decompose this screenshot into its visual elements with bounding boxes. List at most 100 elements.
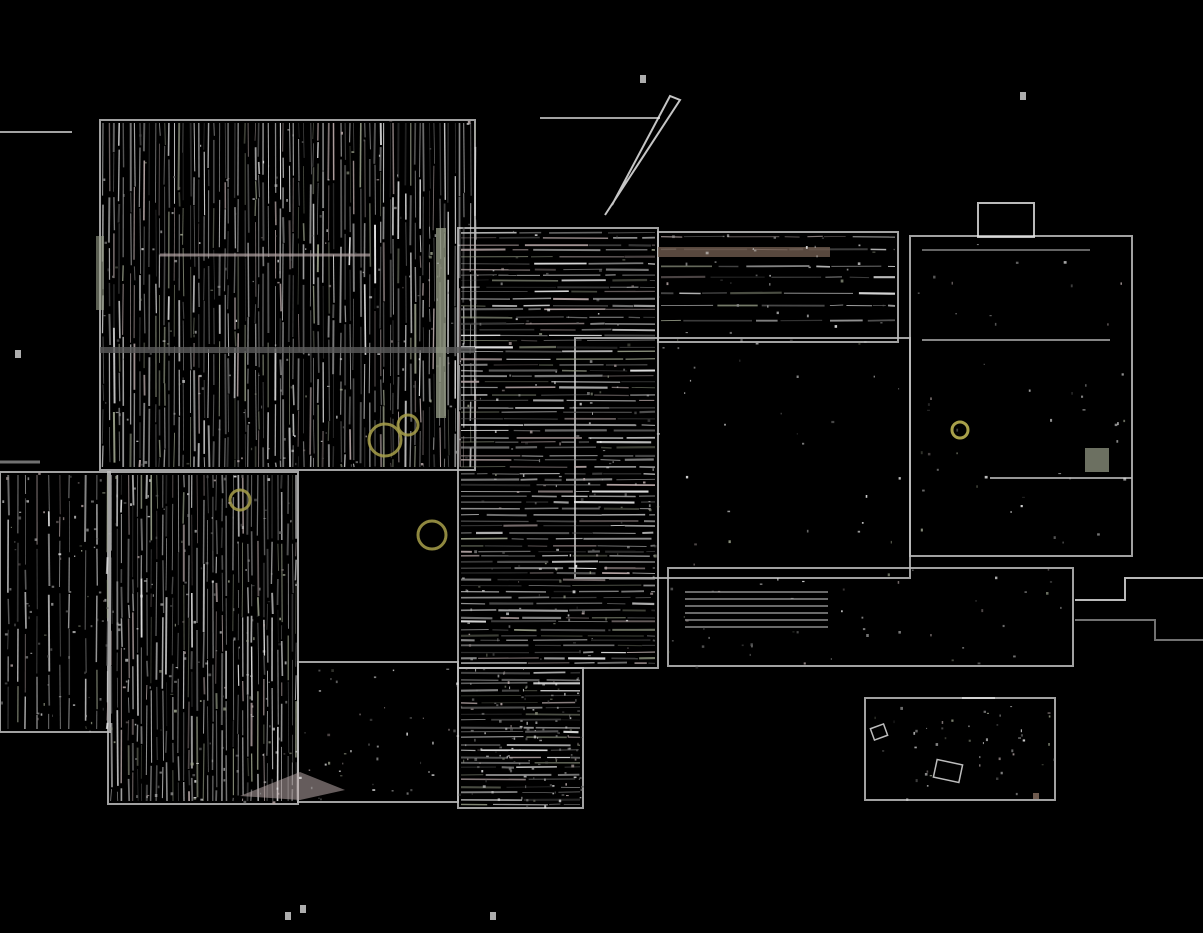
speckle (538, 763, 541, 766)
point-stripe (257, 622, 260, 685)
point-stripe (232, 797, 235, 802)
speckle (677, 347, 680, 350)
speckle (1020, 734, 1023, 737)
speckle (363, 139, 366, 142)
speckle (372, 783, 374, 786)
point-stripe (112, 411, 116, 463)
speckle (149, 479, 151, 482)
speckle (498, 507, 502, 510)
left-wing-wall (0, 471, 111, 733)
point-stripe (161, 766, 164, 799)
point-stripe (207, 425, 211, 468)
point-stripe (312, 122, 314, 140)
speckle (125, 658, 129, 662)
speckle (146, 795, 148, 799)
speckle (104, 241, 107, 244)
speckle (573, 776, 577, 779)
point-stripe (498, 609, 568, 612)
speckle (574, 758, 577, 761)
speckle (834, 325, 838, 328)
speckle (494, 430, 497, 433)
point-stripe (474, 146, 477, 216)
speckle (147, 495, 149, 498)
point-stripe (237, 647, 240, 660)
speckle (568, 618, 571, 622)
speckle (81, 504, 84, 508)
point-stripe (202, 632, 205, 668)
speckle (599, 441, 602, 443)
speckle (279, 271, 281, 274)
speckle (236, 770, 239, 773)
speckle (213, 479, 216, 482)
speckle (750, 643, 753, 647)
point-stripe (267, 205, 270, 258)
point-fills (7, 122, 896, 806)
speckle (538, 594, 540, 597)
speckle (274, 344, 277, 347)
speckle (486, 755, 489, 758)
speckle (711, 590, 714, 592)
speckle (157, 785, 160, 789)
speckle (431, 327, 433, 330)
speckle (599, 391, 602, 394)
point-stripe (85, 726, 87, 730)
point-stripe (566, 316, 588, 319)
speckle (90, 721, 93, 725)
speckle (840, 279, 844, 283)
speckle (730, 282, 732, 284)
speckle (105, 402, 107, 404)
speckle (346, 171, 350, 175)
point-stripe (247, 757, 250, 777)
speckle (436, 275, 439, 278)
speckle (545, 761, 549, 765)
point-stripe (106, 474, 109, 553)
speckle (235, 754, 239, 757)
speckle (141, 463, 143, 466)
speckle (555, 371, 557, 373)
speckle (339, 388, 343, 391)
speckle (294, 435, 296, 438)
speckle (139, 298, 142, 301)
speckle (466, 123, 470, 125)
speckle (88, 696, 90, 699)
speckle (1010, 511, 1012, 513)
point-stripe (359, 122, 362, 188)
point-stripe (232, 574, 234, 632)
point-stripe (327, 421, 330, 441)
speckle (559, 748, 562, 751)
point-stripe (327, 122, 330, 180)
speckle (518, 762, 521, 765)
point-stripe (7, 598, 10, 625)
speckle (503, 672, 505, 675)
upper-middle-band-speckles (658, 234, 885, 345)
point-stripe (433, 373, 435, 437)
speckle (677, 338, 679, 342)
point-stripe (286, 523, 290, 556)
speckle (278, 531, 282, 534)
speckle (564, 692, 566, 696)
point-stripe (277, 543, 279, 571)
speckle (223, 779, 226, 782)
speckle (846, 268, 849, 271)
speckle (477, 749, 481, 751)
speckle (1123, 419, 1126, 423)
point-stripe (47, 594, 51, 672)
speckle (831, 420, 835, 424)
speckle (555, 735, 558, 737)
left-wing-stripes (7, 474, 109, 730)
speckle (174, 709, 177, 713)
speckle (544, 562, 547, 565)
speckle (502, 552, 505, 554)
speckle (404, 436, 407, 438)
point-stripe (551, 381, 621, 383)
speckle (929, 775, 933, 777)
speckle (184, 581, 187, 584)
point-stripe (369, 122, 371, 150)
point-stripe (439, 427, 441, 468)
speckle (926, 785, 929, 787)
speckle (263, 518, 267, 519)
speckle (467, 121, 471, 124)
point-stripe (382, 389, 385, 406)
speckle (501, 389, 505, 392)
speckle (449, 405, 453, 408)
